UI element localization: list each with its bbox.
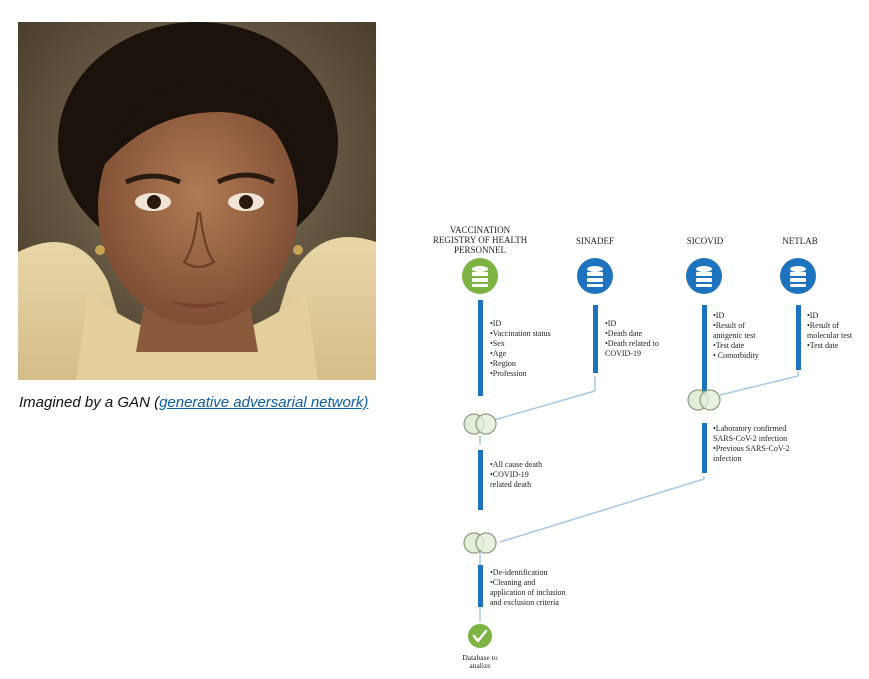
database-icon [686, 258, 722, 294]
image-caption: Imagined by a GAN (generative adversaria… [19, 394, 368, 411]
portrait-image [18, 22, 376, 380]
field-text: application of inclusion [490, 588, 566, 597]
field-text: •Test date [713, 341, 745, 350]
field-text: •Death related to [605, 339, 659, 348]
field-text: •Vaccination status [490, 329, 551, 338]
field-text: •Test date [807, 341, 839, 350]
connector-line [493, 390, 596, 421]
database-icon [462, 258, 498, 294]
field-text: •ID [605, 319, 616, 328]
portrait-illustration [18, 22, 376, 380]
field-text: •Region [490, 359, 516, 368]
field-text: •Previous SARS-CoV-2 [713, 444, 790, 453]
field-text: •ID [713, 311, 724, 320]
field-text: •Death date [605, 329, 643, 338]
field-bar [478, 450, 483, 510]
field-bar [702, 305, 707, 393]
field-text: related death [490, 480, 531, 489]
connector-line [719, 375, 799, 396]
field-bar [478, 565, 483, 607]
flow-svg: VACCINATION REGISTRY OF HEALTH PERSONNEL… [433, 225, 853, 670]
source-title-line: VACCINATION [450, 225, 511, 235]
field-text: SARS-CoV-2 infection [713, 434, 787, 443]
field-bar [478, 300, 483, 396]
field-text: •Age [490, 349, 507, 358]
field-text: infection [713, 454, 741, 463]
database-icon [780, 258, 816, 294]
connector-line [499, 478, 705, 543]
merge-icon [463, 532, 497, 554]
output-label-line: Database to [462, 653, 497, 662]
field-bar [796, 305, 801, 370]
data-flow-diagram: VACCINATION REGISTRY OF HEALTH PERSONNEL… [400, 215, 869, 679]
field-text: •Cleaning and [490, 578, 535, 587]
field-text: • Comorbidity [713, 351, 759, 360]
field-text: •ID [807, 311, 818, 320]
source-title-vaccination: VACCINATION REGISTRY OF HEALTH PERSONNEL [433, 225, 528, 255]
field-text: •De-identification [490, 568, 547, 577]
source-title-line: REGISTRY OF HEALTH [433, 235, 528, 245]
source-title-netlab: NETLAB [782, 236, 818, 246]
merge-icon [463, 413, 497, 435]
source-title-sinadef: SINADEF [576, 236, 614, 246]
field-text: and exclusion criteria [490, 598, 559, 607]
field-text: •Result of [713, 321, 745, 330]
field-text: •Result of [807, 321, 839, 330]
field-text: •Profession [490, 369, 527, 378]
check-icon [468, 624, 492, 648]
output-label-line: analize [469, 661, 491, 670]
gan-link[interactable]: generative adversarial network) [159, 394, 369, 411]
field-text: •Laboratory confirmed [713, 424, 786, 433]
field-text: •All cause death [490, 460, 542, 469]
field-text: COVID-19 [605, 349, 641, 358]
field-bar [593, 305, 598, 373]
caption-prefix: Imagined by a GAN ( [19, 394, 160, 411]
field-text: •ID [490, 319, 501, 328]
field-text: antigenic test [713, 331, 756, 340]
field-text: molecular test [807, 331, 853, 340]
database-icon [577, 258, 613, 294]
field-text: •Sex [490, 339, 505, 348]
field-bar [702, 423, 707, 473]
source-title-line: PERSONNEL [454, 245, 506, 255]
field-text: •COVID-19 [490, 470, 529, 479]
source-title-sicovid: SICOVID [687, 236, 724, 246]
merge-icon [687, 389, 721, 411]
